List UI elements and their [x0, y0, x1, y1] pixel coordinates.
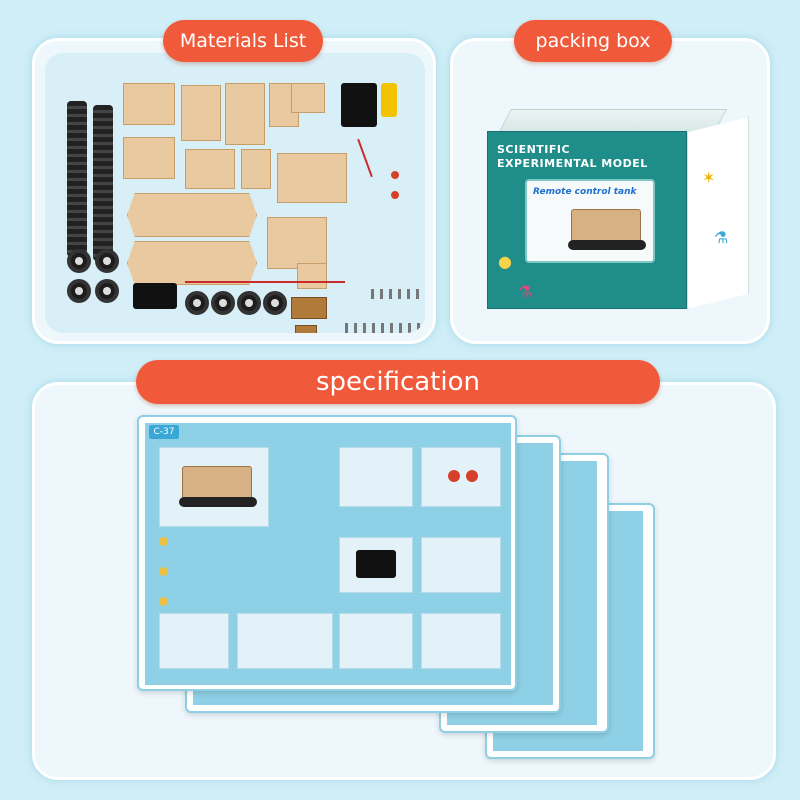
- wood-panel: [241, 149, 271, 189]
- wheel: [185, 291, 209, 315]
- tank-model: [179, 466, 257, 507]
- bulb-icon: ✶: [702, 168, 716, 187]
- step-image: [237, 613, 333, 669]
- wheel: [67, 279, 91, 303]
- wood-panel: [225, 83, 265, 145]
- materials-list-panel: [32, 38, 436, 344]
- red-button: [391, 191, 399, 199]
- planet-icon: ●: [498, 252, 512, 271]
- step-marker: [159, 537, 168, 546]
- wire: [185, 281, 345, 283]
- wood-panel: [123, 137, 175, 179]
- step-image: [339, 537, 413, 593]
- step-marker: [159, 597, 168, 606]
- manual-code: C-37: [149, 425, 179, 439]
- wood-panel: [267, 217, 327, 269]
- battery-box: [341, 83, 377, 127]
- screws: [371, 289, 419, 299]
- box-title: SCIENTIFIC EXPERIMENTAL MODEL: [497, 143, 677, 171]
- step-marker: [159, 567, 168, 576]
- wood-panel: [123, 83, 175, 125]
- wood-panel: [185, 149, 235, 189]
- box-title-line2: EXPERIMENTAL MODEL: [497, 157, 648, 170]
- wood-panel: [127, 241, 257, 285]
- step-image: [159, 613, 229, 669]
- battery-box: [356, 550, 396, 578]
- packing-box-label: packing box: [514, 20, 672, 62]
- materials-photo: [45, 53, 425, 333]
- packing-box-photo: ✶ ⚗ ● ⚗ SCIENTIFIC EXPERIMENTAL MODEL Re…: [473, 71, 753, 331]
- red-button: [448, 470, 460, 482]
- wheel: [263, 291, 287, 315]
- materials-list-label: Materials List: [163, 20, 323, 62]
- circuit-board: [295, 325, 317, 333]
- wheel: [95, 279, 119, 303]
- wood-panel: [277, 153, 347, 203]
- specification-label: specification: [136, 360, 660, 404]
- flask-icon: ⚗: [714, 228, 729, 247]
- wood-panel: [127, 193, 257, 237]
- step-image: [421, 447, 501, 507]
- specification-panel: C-37: [32, 382, 776, 780]
- red-button: [391, 171, 399, 179]
- circuit-board: [291, 297, 327, 319]
- screws: [345, 323, 425, 333]
- step-image: [339, 447, 413, 507]
- wood-panel: [297, 263, 327, 289]
- wheel: [237, 291, 261, 315]
- wheel: [67, 249, 91, 273]
- box-side: ✶ ⚗: [687, 117, 749, 309]
- packing-box-panel: ✶ ⚗ ● ⚗ SCIENTIFIC EXPERIMENTAL MODEL Re…: [450, 38, 770, 344]
- manual-sheet-front: C-37: [137, 415, 517, 691]
- wire: [357, 138, 373, 178]
- battery-box: [133, 283, 177, 309]
- step-image: [159, 447, 269, 527]
- motor: [381, 83, 397, 117]
- box-window-label: Remote control tank: [533, 187, 637, 197]
- box-title-line1: SCIENTIFIC: [497, 143, 571, 156]
- step-image: [421, 613, 501, 669]
- box-window: Remote control tank: [525, 179, 655, 263]
- red-button: [466, 470, 478, 482]
- wheel: [211, 291, 235, 315]
- tank-model: [568, 209, 646, 250]
- wood-panel: [181, 85, 221, 141]
- tank-track: [93, 105, 113, 261]
- step-image: [339, 613, 413, 669]
- wood-panel: [291, 83, 325, 113]
- flask-icon: ⚗: [518, 282, 533, 301]
- step-image: [421, 537, 501, 593]
- tank-track: [67, 101, 87, 257]
- wheel: [95, 249, 119, 273]
